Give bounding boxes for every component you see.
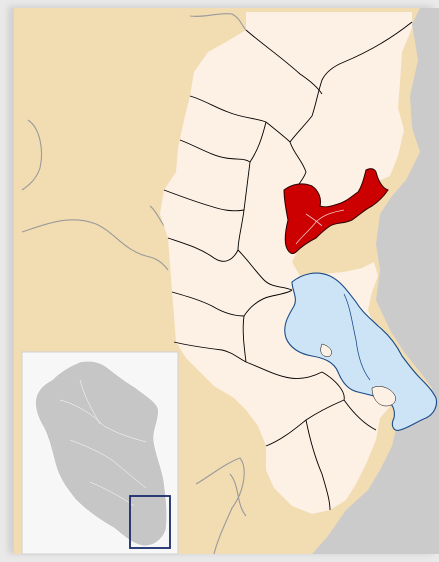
highlight-rivers: [295, 209, 345, 245]
lake: [284, 272, 438, 431]
province-borders: [163, 21, 413, 511]
region-locator-box: [129, 495, 171, 549]
lake-divider: [343, 293, 371, 381]
red-highlighted-province: [283, 168, 389, 255]
lake-peninsula: [371, 386, 396, 407]
lake-island: [320, 343, 332, 357]
